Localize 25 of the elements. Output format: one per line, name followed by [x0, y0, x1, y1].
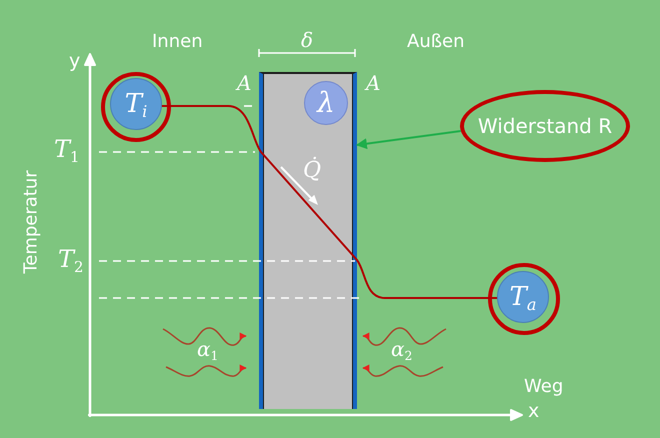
symbol-label: T$_{i}$: [124, 90, 148, 118]
symbol-label: T$_{a}$: [510, 282, 536, 312]
callout-text: Widerstand R: [478, 115, 612, 137]
region-label: Innen: [152, 32, 203, 53]
leader-arrow: [356, 130, 461, 150]
axis-label: Weg: [524, 377, 564, 398]
circle-node: [497, 271, 549, 323]
temperature-profile-line: [162, 105, 498, 299]
axis-label: x: [528, 401, 540, 423]
temperature-label: T$_{1}$: [54, 136, 80, 164]
region-label: Außen: [407, 32, 465, 53]
circle-node: [110, 78, 162, 130]
coefficient-label: α$_{2}$: [391, 338, 412, 361]
wall-layer: [259, 72, 357, 409]
surface-label: A: [237, 72, 252, 95]
callout-ellipse: [460, 90, 630, 162]
symbol-label: λ: [317, 88, 335, 118]
surface-label: A: [366, 72, 380, 95]
dimension-label: δ: [301, 29, 314, 52]
temperature-label: T$_{2}$: [58, 246, 84, 274]
axis-label: y: [69, 51, 80, 73]
heat-flow-label: Q̇: [303, 158, 322, 184]
axis-label: Temperatur: [22, 170, 42, 274]
circle-node: [304, 81, 348, 125]
coefficient-label: α$_{1}$: [197, 338, 218, 361]
